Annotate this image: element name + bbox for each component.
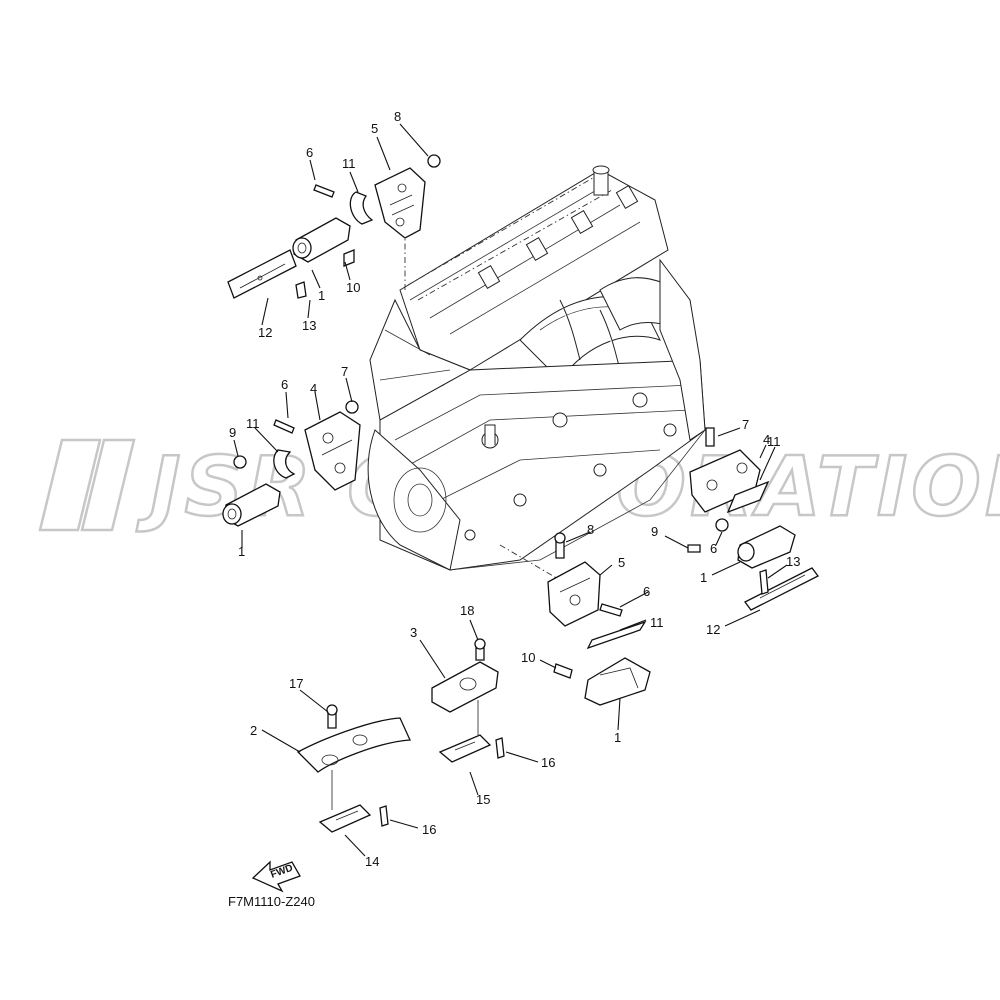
callout-r-4: 4: [763, 432, 770, 447]
callout-tl-5: 5: [371, 121, 378, 136]
callout-b-16b: 16: [422, 822, 436, 837]
lower-bracket-group: [261, 619, 539, 857]
callout-b-17: 17: [289, 676, 303, 691]
cover-2: [296, 717, 411, 773]
callout-labels: 6 5 8 11 1 10 12 13 6 4 7 9 11 1 7 4 11 …: [229, 109, 800, 869]
callout-b-2: 2: [250, 723, 257, 738]
callout-ml-6: 6: [281, 377, 288, 392]
callout-c-10: 10: [521, 650, 535, 665]
plate-3: [431, 661, 499, 713]
callout-r-7: 7: [742, 417, 749, 432]
plate-12-right: [744, 567, 819, 611]
bracket-5-upper: [374, 167, 426, 239]
engine-block: [367, 165, 706, 581]
callout-c-1: 1: [614, 730, 621, 745]
shim-11-center: [586, 620, 647, 650]
callout-tl-13: 13: [302, 318, 316, 333]
callout-r-12: 12: [706, 622, 720, 637]
bracket-4-left: [304, 411, 361, 491]
callout-ml-9: 9: [229, 425, 236, 440]
callout-r-1: 1: [700, 570, 707, 585]
callout-r-6: 6: [710, 541, 717, 556]
callout-tl-10: 10: [346, 280, 360, 295]
callout-ml-1: 1: [238, 544, 245, 559]
mount-assembly-front-upper: [227, 123, 441, 326]
callout-tl-11: 11: [342, 156, 356, 171]
callout-tl-8: 8: [394, 109, 401, 124]
mount-assembly-front-lower: [222, 377, 361, 548]
callout-r-9: 9: [651, 524, 658, 539]
callout-r-13: 13: [786, 554, 800, 569]
callout-c-11: 11: [650, 615, 664, 630]
watermark-logo-mark: [38, 438, 136, 532]
mount-assembly-rear-right: [664, 427, 819, 627]
callout-b-16a: 16: [541, 755, 555, 770]
callout-b-3: 3: [410, 625, 417, 640]
callout-tl-6: 6: [306, 145, 313, 160]
callout-c-6: 6: [643, 584, 650, 599]
plate-12: [227, 249, 297, 299]
bolt-6-upper: [313, 184, 335, 198]
diagram-code: F7M1110-Z240: [228, 894, 315, 909]
fwd-direction-arrow: FWD: [251, 860, 301, 893]
callout-ml-11: 11: [246, 416, 260, 431]
bracket-14: [318, 804, 372, 833]
callout-tl-1: 1: [318, 288, 325, 303]
bracket-15: [438, 734, 492, 763]
shim-11: [349, 191, 374, 225]
callout-c-8: 8: [587, 522, 594, 537]
shim-11-right: [726, 480, 770, 514]
bracket-5-center: [547, 561, 601, 627]
callout-b-18: 18: [460, 603, 474, 618]
callout-ml-4: 4: [310, 381, 317, 396]
callout-c-5: 5: [618, 555, 625, 570]
callout-r-11: 11: [767, 434, 781, 449]
callout-b-15: 15: [476, 792, 490, 807]
callout-b-14: 14: [365, 854, 379, 869]
mount-assembly-rear-center: [539, 531, 651, 731]
shim-11-left: [273, 449, 296, 479]
rubber-mount-1-center: [584, 657, 651, 706]
callout-tl-12: 12: [258, 325, 272, 340]
callout-ml-7: 7: [341, 364, 348, 379]
